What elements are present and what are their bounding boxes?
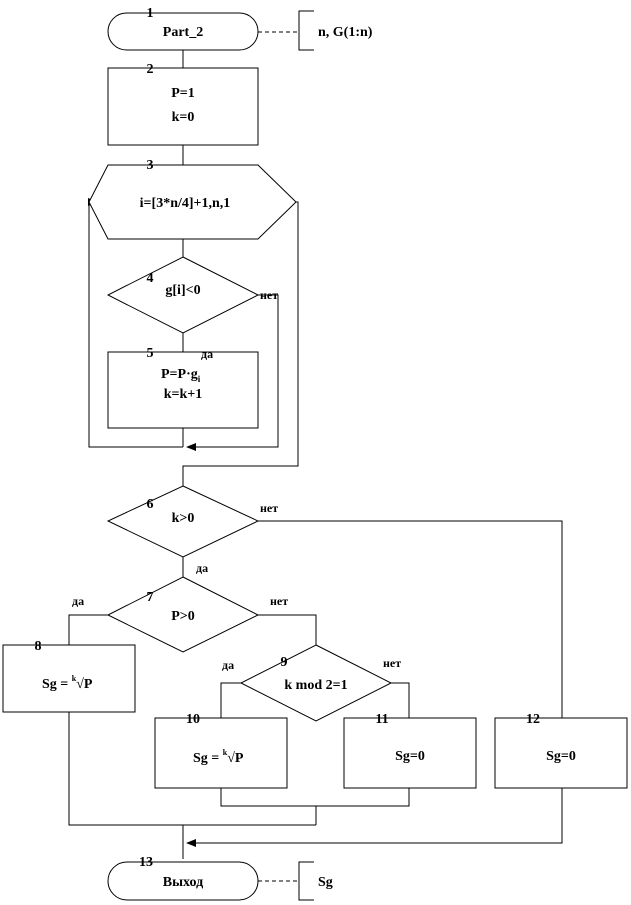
decision-diamond	[106, 485, 260, 558]
connector-7-no	[258, 614, 317, 645]
block-number: 4	[147, 271, 154, 286]
edge-label-no: нет	[260, 501, 278, 515]
root-symbol: √	[76, 677, 84, 692]
block-3-loop: 3 i=[3*n/4]+1,n,1	[88, 158, 297, 240]
block-11-process: 11 Sg=0	[343, 712, 477, 789]
edge-label-yes: да	[196, 561, 208, 575]
comment-bracket-13	[298, 861, 314, 901]
decision-diamond	[239, 644, 393, 722]
process-box	[2, 644, 136, 713]
start-comment: n, G(1:n)	[318, 25, 373, 40]
connector-6-no	[258, 520, 563, 718]
block-13-exit: 13 Выход Sg	[107, 855, 333, 901]
block-number: 8	[35, 639, 42, 654]
process-box	[494, 717, 628, 789]
decision-label: k>0	[172, 511, 195, 526]
edge-label-yes: да	[72, 594, 84, 608]
block-number: 1	[147, 6, 154, 21]
block-8-process: 8 Sg = k√P	[2, 639, 136, 713]
root-symbol: √	[227, 751, 235, 766]
radicand: P	[235, 751, 244, 766]
process-box	[107, 67, 259, 146]
block-4-decision: 4 g[i]<0 нет	[106, 256, 278, 334]
block-number: 3	[147, 158, 154, 173]
connector-9-no	[391, 682, 410, 718]
assign-label: Sg=0	[546, 749, 576, 764]
connector-loop-exit	[182, 201, 299, 486]
formula-lhs: Sg =	[193, 751, 223, 766]
block-number: 9	[281, 655, 288, 670]
start-terminator	[107, 12, 259, 51]
block-number: 2	[147, 62, 154, 77]
block-1-start: 1 Part_2 n, G(1:n)	[107, 6, 373, 51]
block-number: 6	[147, 497, 154, 512]
loop-label: i=[3*n/4]+1,n,1	[140, 196, 231, 211]
block-number: 5	[147, 346, 154, 361]
arrow-exit	[186, 839, 196, 847]
comment-bracket-1	[298, 10, 314, 51]
connectors	[68, 10, 563, 901]
edge-label-no: нет	[383, 656, 401, 670]
init-line-2: k=0	[172, 110, 195, 125]
root-formula: Sg = k√P	[42, 674, 93, 692]
decision-label: g[i]<0	[165, 283, 200, 298]
block-7-decision: 7 P>0 да нет	[72, 576, 288, 653]
block-10-process: 10 Sg = k√P	[154, 712, 288, 789]
decision-label: k mod 2=1	[284, 678, 347, 693]
init-line-1: P=1	[171, 86, 195, 101]
edge-label-no: нет	[260, 288, 278, 302]
connector-7-yes	[68, 614, 108, 645]
edge-label-yes: да	[201, 347, 213, 361]
counter-line: k=k+1	[164, 387, 203, 402]
formula-lhs: Sg =	[42, 677, 72, 692]
arrow-merge	[186, 443, 196, 451]
edge-label-no: нет	[270, 594, 288, 608]
process-box	[107, 351, 259, 429]
connector-10-11-merge	[220, 788, 410, 807]
product-expression: P=P·g	[161, 367, 198, 382]
connector-12-exit	[188, 788, 563, 844]
decision-diamond	[106, 256, 260, 334]
assign-label: Sg=0	[395, 749, 425, 764]
start-label: Part_2	[163, 25, 203, 40]
product-line: P=P·gi	[161, 367, 201, 384]
exit-terminator	[107, 861, 259, 901]
loop-hexagon	[88, 164, 297, 240]
block-number: 7	[147, 590, 154, 605]
block-number: 10	[186, 712, 200, 727]
process-box	[343, 717, 477, 789]
block-number: 11	[375, 712, 388, 727]
product-subscript: i	[198, 374, 201, 384]
block-number: 12	[526, 712, 540, 727]
block-number: 13	[139, 855, 153, 870]
exit-comment: Sg	[318, 875, 333, 890]
block-2-init: 2 P=1 k=0	[107, 62, 259, 146]
process-box	[154, 717, 288, 789]
connector-4-no	[188, 294, 279, 448]
radicand: P	[84, 677, 93, 692]
root-index: k	[72, 674, 77, 683]
block-6-decision: 6 k>0 нет да	[106, 485, 278, 575]
decision-diamond	[106, 576, 260, 653]
block-5-process: 5 да P=P·gi k=k+1	[107, 346, 259, 429]
decision-label: P>0	[171, 609, 195, 624]
connector-8-merge	[68, 712, 316, 826]
exit-label: Выход	[163, 875, 203, 890]
block-9-decision: 9 k mod 2=1 да нет	[222, 644, 401, 722]
block-12-process: 12 Sg=0	[494, 712, 628, 789]
edge-label-yes: да	[222, 658, 234, 672]
root-formula: Sg = k√P	[193, 748, 244, 766]
connector-9-yes	[220, 682, 241, 718]
root-index: k	[223, 748, 228, 757]
